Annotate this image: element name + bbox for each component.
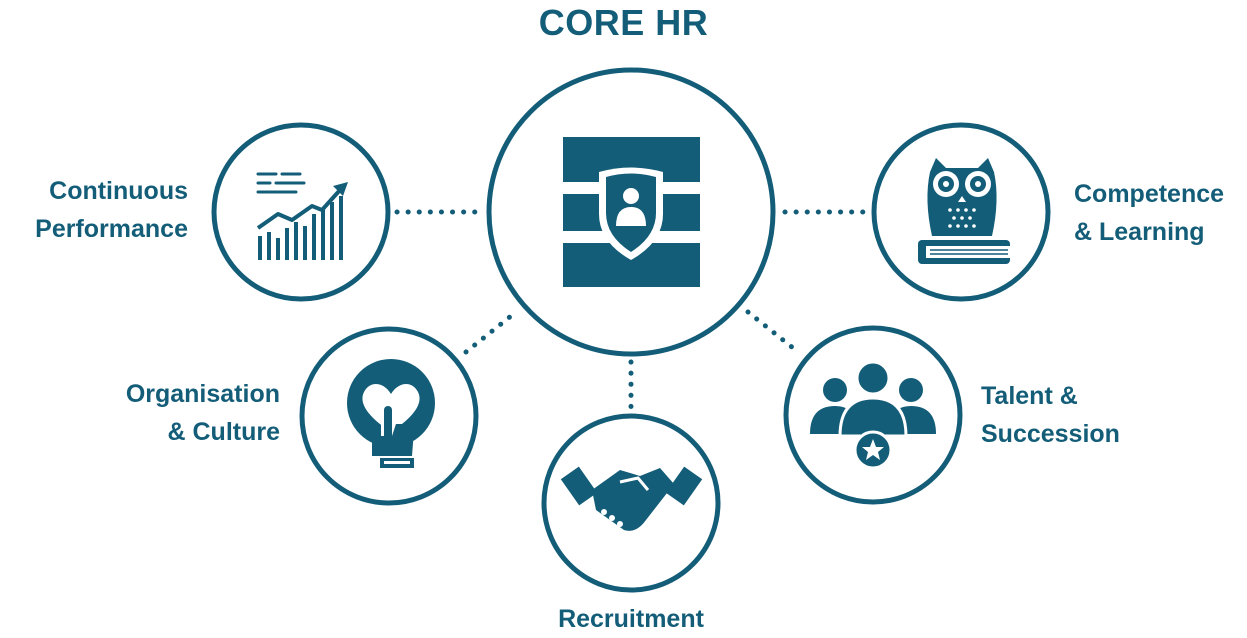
label-talent: Talent & Succession [981,382,1120,448]
label-organisation: Organisation & Culture [125,380,280,446]
node-organisation [299,326,479,506]
node-competence [871,122,1051,302]
label-competence: Competence & Learning [1074,180,1225,246]
connector-organisation [463,309,519,355]
node-recruitment [541,413,721,593]
node-talent [783,325,963,505]
label-recruitment: Recruitment [558,605,704,633]
label-performance: Continuous Performance [35,177,188,243]
page-title: CORE HR [538,2,709,43]
connector-talent [745,309,801,355]
growth-chart-icon [256,172,348,260]
shield-user-icon [563,137,700,287]
owl-book-icon [918,158,1010,264]
team-star-icon [810,360,936,470]
hub-node [486,67,776,357]
node-performance [211,122,391,302]
handshake-icon [560,466,703,531]
heart-hand-icon [347,359,435,468]
